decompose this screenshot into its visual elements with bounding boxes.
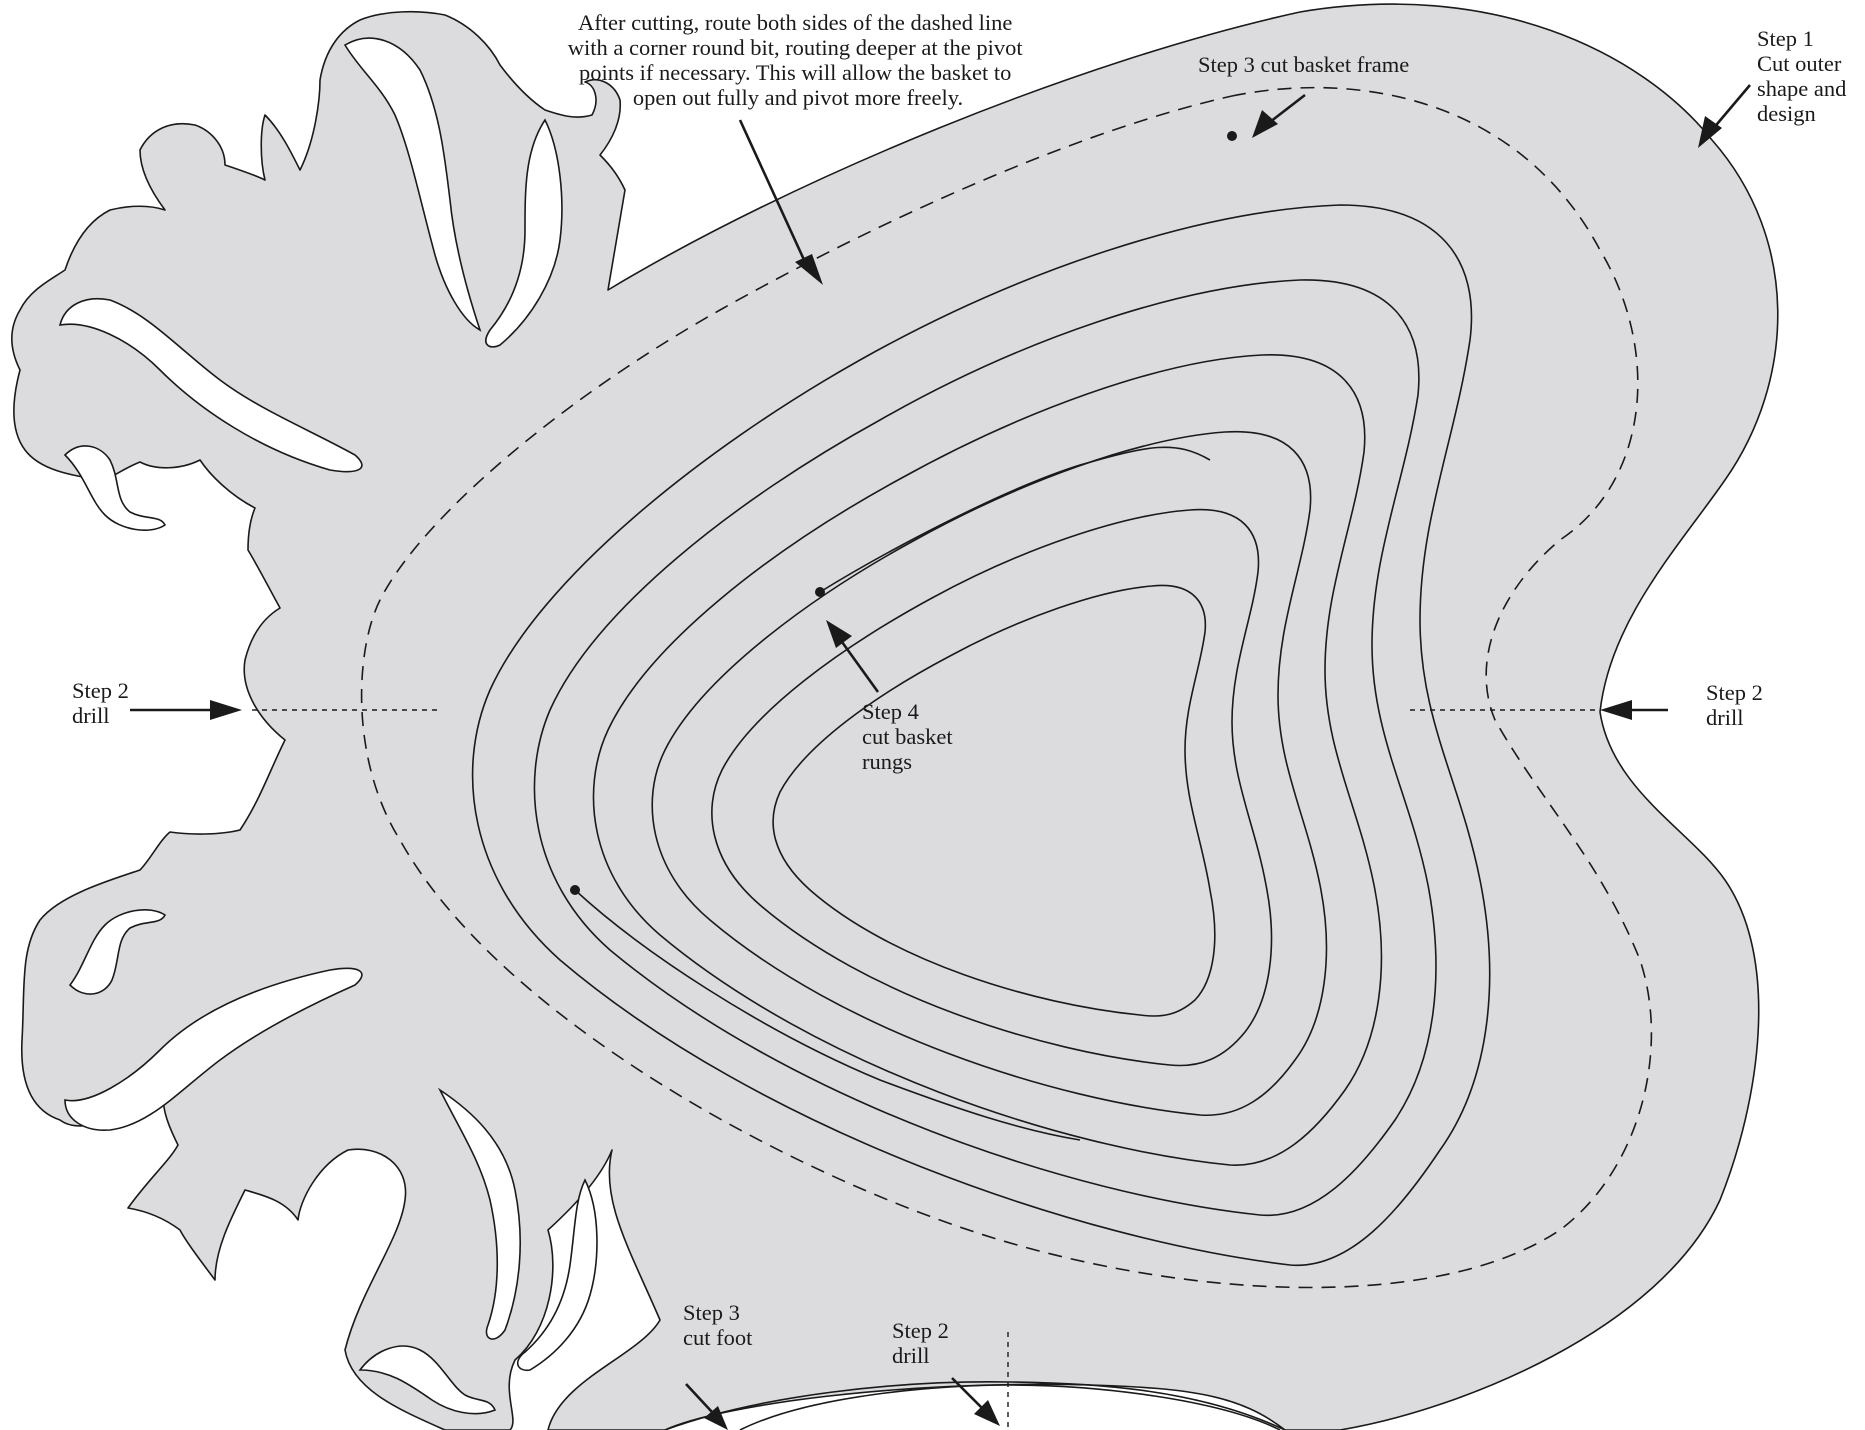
basket-rung-4 bbox=[651, 430, 1328, 1116]
arrow-step1 bbox=[1698, 84, 1751, 148]
arrow-step3-frame bbox=[1252, 93, 1306, 138]
scroll-opening-bottom-3 bbox=[358, 1345, 497, 1415]
basket-rung-lower-partial bbox=[574, 889, 1081, 1141]
lower-rung-dot bbox=[570, 885, 580, 895]
basket-frame-cut-line bbox=[360, 86, 1653, 1289]
step2-right-label: Step 2 drill bbox=[1706, 680, 1769, 730]
outer-basket-shape bbox=[10, 3, 1779, 1430]
arrow-step2-left bbox=[130, 700, 242, 720]
basket-rung-6 bbox=[772, 584, 1216, 1017]
step3-foot-label: Step 3 cut foot bbox=[683, 1300, 753, 1350]
basket-rung-5 bbox=[711, 508, 1273, 1067]
scroll-opening-upper-left bbox=[58, 298, 363, 473]
arrow-step3-foot bbox=[685, 1383, 728, 1430]
arrow-step2-right bbox=[1600, 700, 1668, 720]
arrow-step4 bbox=[826, 620, 880, 693]
arrow-step2-bottom bbox=[951, 1377, 1000, 1426]
step3-frame-label: Step 3 cut basket frame bbox=[1198, 52, 1409, 77]
step2-bottom-label: Step 2 drill bbox=[892, 1318, 955, 1368]
step1-label: Step 1 Cut outer shape and design bbox=[1757, 26, 1852, 126]
rung-start-dot bbox=[815, 587, 825, 597]
routing-note: After cutting, route both sides of the d… bbox=[568, 10, 1029, 110]
foot-cut-outer bbox=[664, 1381, 1286, 1430]
arrow-routing-note bbox=[738, 119, 823, 285]
foot-cut-inner bbox=[739, 1384, 1281, 1430]
scroll-opening-lower-left bbox=[64, 967, 363, 1131]
step4-label: Step 4 cut basket rungs bbox=[862, 699, 958, 774]
basket-rung-3 bbox=[592, 354, 1383, 1166]
basket-rung-1 bbox=[471, 204, 1491, 1266]
scroll-opening-top-1 bbox=[343, 37, 482, 332]
step2-left-label: Step 2 drill bbox=[72, 678, 135, 728]
frame-start-dot bbox=[1227, 131, 1237, 141]
scroll-opening-top-2 bbox=[485, 118, 563, 348]
basket-rung-7-partial bbox=[819, 446, 1211, 593]
scroll-opening-upper-left-small bbox=[63, 445, 167, 531]
basket-rung-2 bbox=[533, 279, 1437, 1217]
scroll-opening-bottom-1 bbox=[437, 1087, 521, 1340]
scroll-opening-bottom-2 bbox=[516, 1178, 598, 1372]
scroll-opening-lower-left-small bbox=[68, 909, 167, 995]
